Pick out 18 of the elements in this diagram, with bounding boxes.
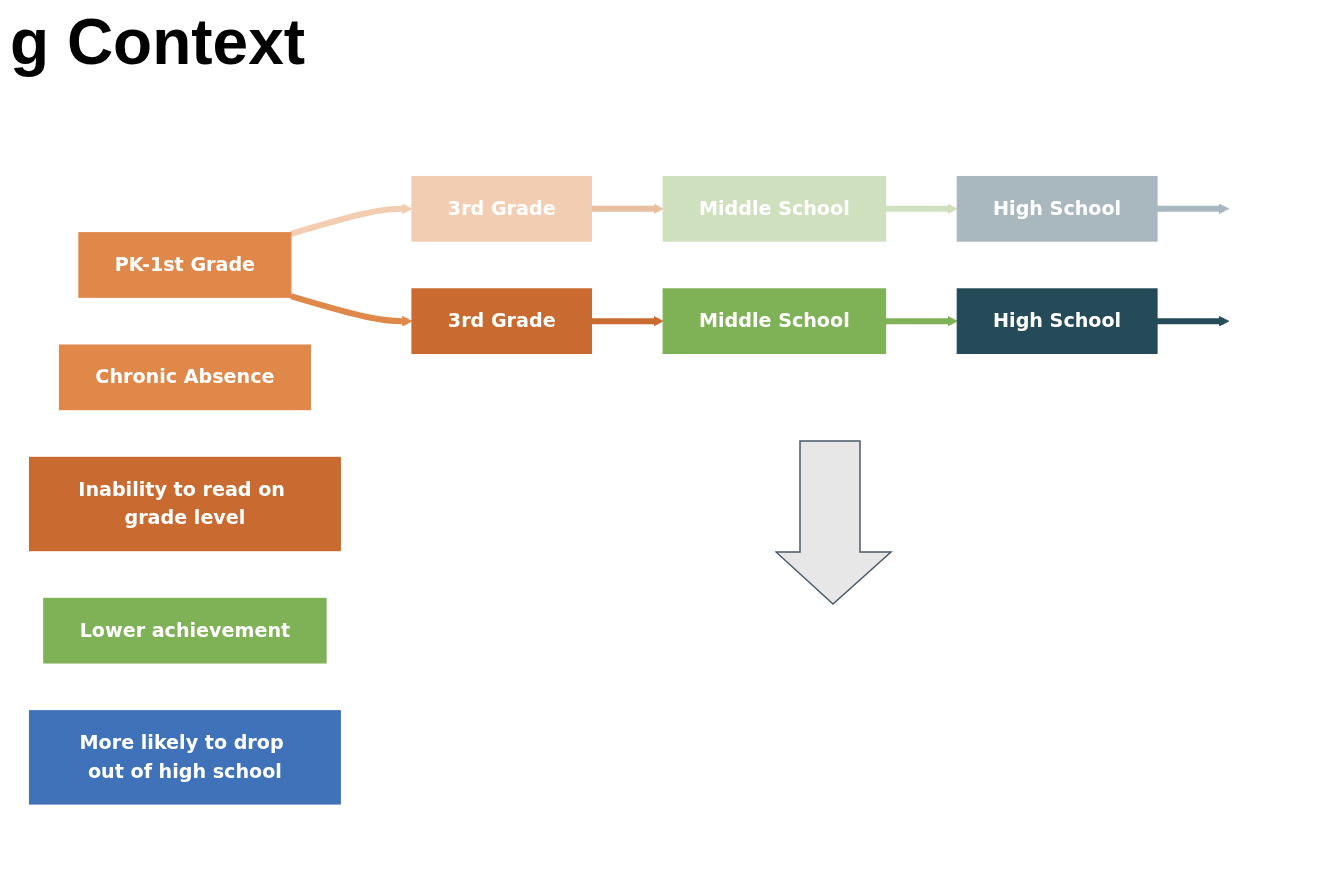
- title: g Context: [10, 5, 306, 79]
- arrow: [1157, 203, 1230, 214]
- node-box: Middle School: [662, 288, 887, 354]
- node-box: Lower achievement: [43, 597, 327, 664]
- arrow: [885, 315, 958, 327]
- node-box: High School: [956, 288, 1158, 354]
- arrow: [591, 203, 664, 214]
- node-box: Inability to read on grade level: [28, 456, 341, 551]
- node-box: High School: [956, 175, 1158, 242]
- node-box: More likely to drop out of high school: [28, 709, 341, 805]
- node-box: Middle School: [662, 175, 887, 242]
- node-box: 3rd Grade: [411, 288, 593, 354]
- node-box: 3rd Grade: [411, 175, 593, 242]
- arrow: [1157, 315, 1230, 327]
- arrow: [885, 203, 958, 214]
- node-box: PK-1st Grade: [78, 231, 292, 298]
- arrow: [591, 315, 664, 327]
- node-box: Chronic Absence: [58, 344, 311, 410]
